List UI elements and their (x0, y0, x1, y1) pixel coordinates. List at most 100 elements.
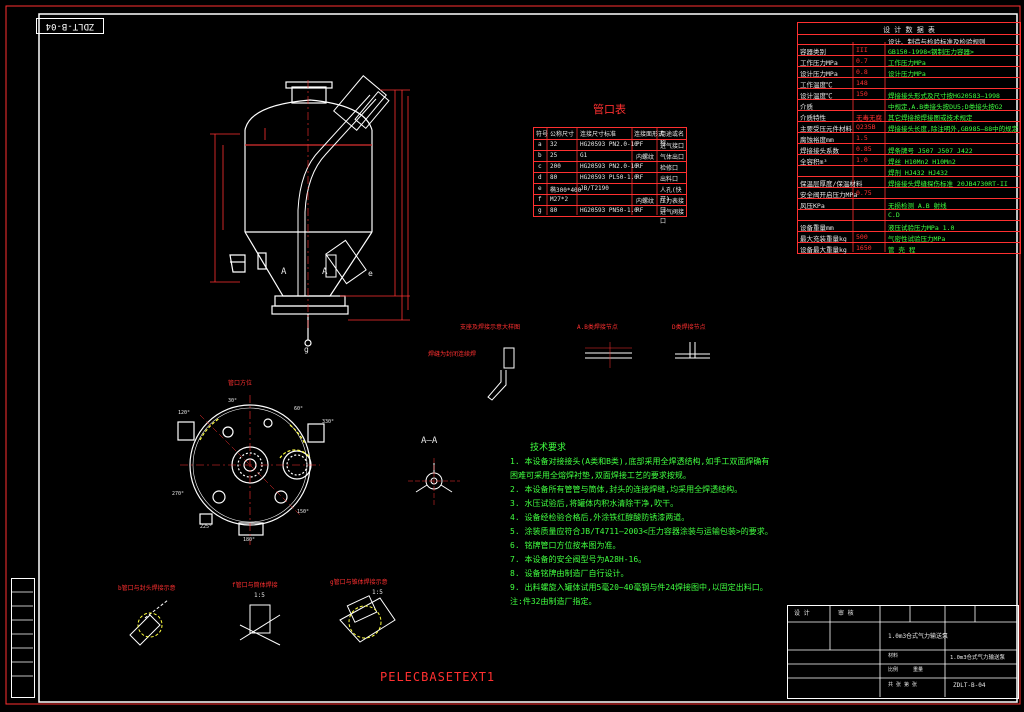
design-table-cell-label: 设计温度℃ (800, 92, 833, 100)
nozzle-table-cell: HG20593 PN2.0-10 (580, 141, 638, 148)
angle-label-4: 225° (200, 524, 213, 530)
nozzle-table-cell: PF (636, 141, 644, 148)
nozzle-table-cell: RF (636, 163, 644, 170)
nozzle-table-cell: M27*2 (550, 196, 569, 203)
tech-req-title: 技术要求 (530, 443, 567, 453)
title-block-checker: 审 核 (838, 610, 854, 617)
b-node-label: b管口与封头焊接示意 (118, 585, 176, 592)
tech-req-line: 注:件32由制造厂指定。 (510, 597, 597, 606)
vessel-main-view (229, 81, 373, 347)
design-table-row: 风压KPa 无损检测 A.B 射线 (798, 198, 1020, 210)
tech-req-line: 1. 本设备对接接头(A类和B类),底部采用全焊透结构,如手工双面焊确有 (510, 457, 770, 466)
nozzle-table-cell: 压力表接口 (660, 198, 685, 214)
design-table-cell-note: 焊剂 HJ432 HJ432 (888, 169, 948, 177)
design-table-cell-value: 0.8 (856, 68, 868, 76)
design-table-cell-value: 148 (856, 79, 868, 87)
nozzle-table-cell: a (538, 141, 542, 148)
nozzle-table-lines (546, 127, 658, 215)
design-table-cell-label: 焊接接头系数 (800, 147, 839, 155)
design-table-cell-label: 全容积m³ (800, 158, 828, 166)
nozzle-table-cell: RF (636, 174, 644, 181)
nozzle-table-cell: RF (636, 207, 644, 214)
design-table-cell-label: 介质特性 (800, 114, 826, 122)
design-table-cell-label: 安全阀开启压力MPa (800, 191, 858, 199)
nozzle-table-cell: d (538, 174, 542, 181)
tech-req-line: 6. 铭牌管口方位按本图为准。 (510, 541, 621, 550)
bottom-detail-drawings (129, 595, 396, 646)
design-table-cell-value: 0.75 (856, 189, 872, 197)
design-table-header-note: 设计、制造与检验标准及检验规则 (888, 38, 986, 46)
nozzle-table-cell: 椭300*400 (550, 187, 582, 194)
nozzle-table-cell: 内螺纹 (636, 198, 655, 205)
design-table-cell-value: 0.7 (856, 57, 868, 65)
design-table-row: 焊剂 HJ432 HJ432 (798, 165, 1020, 177)
nozzle-table-cell: 气体出口 (660, 154, 685, 161)
design-table-cell-note: 液压试验压力MPa 1.0 (888, 224, 955, 232)
nozzle-table-cell: c (538, 163, 542, 170)
nozzle-table-cell: 检修口 (660, 165, 679, 172)
design-table-cell-label: 风压KPa (800, 202, 825, 210)
nz-header-2: 连接尺寸标准 (580, 131, 617, 138)
weld-node-label: 支座及焊接示意大样图 (460, 324, 521, 331)
design-table-row: 设计压力MPa 0.8 设计压力MPa (798, 66, 1020, 78)
nozzle-table-cell: 80 (550, 207, 558, 214)
nozzle-table-cell: 内螺纹 (636, 154, 655, 161)
design-table-cell-label: 工作温度℃ (800, 81, 833, 89)
design-table-row: 保温层厚度/保温材料焊接接头焊缝探伤标准 20JB4730RT-II (798, 176, 1020, 188)
nozzle-orientation-view (177, 395, 325, 545)
nozzle-table-cell: 200 (550, 163, 561, 170)
design-table-cell-label: 设计压力MPa (800, 70, 838, 78)
design-table-row: 工作温度℃ 148 (798, 77, 1020, 89)
title-block: 设 计 审 核 1.0m3仓式气力输送泵 1.0m3仓式气力输送泵 ZDLT-B… (787, 605, 1019, 699)
design-table-cell-value: III (856, 46, 868, 54)
angle-label-7: 150° (297, 509, 310, 515)
design-table-cell-note: 其它焊接按焊接图或技术规定 (888, 114, 973, 122)
angle-label-6: 330° (322, 419, 335, 425)
design-table-cell-note: GB150-1998<钢制压力容器> (888, 48, 974, 56)
nozzle-mark-e: e (368, 269, 373, 278)
nozzle-mark-g: g (304, 345, 309, 354)
design-table-cell-note: 气密性试验压力MPa (888, 235, 946, 243)
design-table-header-row: 设计、制造与检验标准及检验规则 (798, 34, 1020, 46)
title-block-product-2: 1.0m3仓式气力输送泵 (950, 655, 1006, 661)
side-legend-lines (11, 591, 33, 677)
design-table-cell-note: C.D (888, 211, 900, 219)
design-table-cell-value: 500 (856, 233, 868, 241)
design-table-cell-note: 中规定,A.B类接头按DU5;D类接头按G2 (888, 103, 1003, 111)
design-table-cell-note: 设计压力MPa (888, 70, 926, 78)
design-table-row: C.D (798, 209, 1020, 220)
nozzle-table-cell: G1 (580, 152, 588, 159)
angle-label-2: 120° (178, 410, 191, 416)
side-nozzle-e (325, 239, 367, 285)
d-node-label: D类焊接节点 (672, 324, 706, 331)
tech-req-line: 困难可采用全熔焊衬垫,双面焊接工艺的要求按规。 (510, 471, 691, 480)
design-table-cell-value: 无毒无腐 (856, 114, 882, 122)
design-table-cell-note: 焊接接头长度,除注明外,GB985—88中的规定 (888, 125, 1019, 133)
design-table-row: 介质中规定,A.B类接头按DU5;D类接头按G2 (798, 99, 1020, 111)
section-aa-view (408, 458, 460, 505)
nozzle-table-cell: 25 (550, 152, 558, 159)
nozzle-table-cell: HG20593 PL50-1.0 (580, 174, 638, 181)
design-table-row: 介质特性 无毒无腐其它焊接按焊接图或技术规定 (798, 110, 1020, 122)
nozzle-table-cell: JB/T2190 (580, 185, 609, 192)
nz-header-1: 公称尺寸 (550, 131, 575, 138)
design-table-cell-note: 无损检测 A.B 射线 (888, 202, 947, 210)
title-block-material: 材料 (888, 653, 899, 659)
section-aa-label: A—A (421, 436, 438, 446)
design-table-cell-label: 保温层厚度/保温材料 (800, 180, 863, 188)
nozzle-table-cell: HG20593 PN2.0-10 (580, 163, 638, 170)
design-table-cell-label: 设备最大重量kg (800, 246, 847, 254)
